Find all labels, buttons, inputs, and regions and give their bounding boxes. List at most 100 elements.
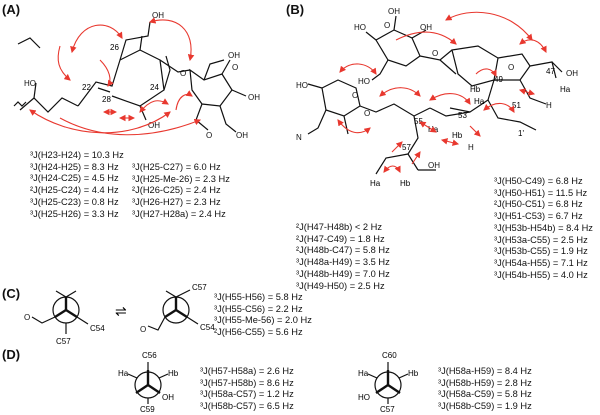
newman-d-right-hb: Hb: [408, 369, 419, 378]
coupling-entry: ³J(H58b-C57) = 6.5 Hz: [200, 401, 294, 412]
coupling-entry: ²J(H47-C49) = 1.8 Hz: [296, 233, 385, 244]
coupling-entry: ³J(H51-C53) = 6.7 Hz: [494, 211, 583, 222]
label-1prime: 1': [518, 129, 524, 138]
coupling-entry: ³J(H58b-H59) = 2.8 Hz: [438, 377, 532, 388]
newman-c-right-c57: C57: [192, 283, 207, 292]
coupling-list-b1: ²J(H47-H48b) < 2 Hz ²J(H47-C49) = 1.8 Hz…: [296, 222, 390, 292]
coupling-entry: ²J(H56-C55) = 5.6 Hz: [214, 327, 303, 338]
coupling-list-a2: ³J(H25-C27) = 6.0 Hz ³J(H25-Me-26) = 2.3…: [132, 162, 230, 221]
svg-text:O: O: [140, 325, 146, 334]
coupling-entry: ²J(H26-C25) = 2.4 Hz: [132, 185, 221, 196]
label-h-right2: Hb: [470, 85, 481, 94]
svg-text:O: O: [24, 313, 30, 322]
svg-text:HO: HO: [358, 77, 370, 86]
svg-text:HO: HO: [354, 23, 366, 32]
svg-text:HO: HO: [296, 81, 308, 90]
coupling-entry: ³J(H48b-H49) = 7.0 Hz: [296, 268, 390, 279]
svg-text:O: O: [352, 91, 358, 100]
label-ha-mid: Ha: [428, 125, 439, 134]
svg-text:O: O: [508, 63, 514, 72]
coupling-list-a1: ³J(H23-H24) = 10.3 Hz ³J(H24-H25) = 8.3 …: [30, 150, 124, 220]
svg-text:HO: HO: [24, 79, 36, 88]
coupling-entry: ³J(H49-H50) = 2.5 Hz: [296, 280, 385, 291]
coupling-entry: ³J(H53a-C55) = 2.5 Hz: [494, 234, 588, 245]
coupling-arrows-a: [29, 17, 202, 136]
svg-text:OH: OH: [248, 93, 260, 102]
coupling-entry: ³J(H58a-C57) = 1.2 Hz: [200, 389, 294, 400]
coupling-entry: ²J(H50-C51) = 6.8 Hz: [494, 199, 583, 210]
coupling-entry: ³J(H54b-H55) = 4.0 Hz: [494, 269, 588, 280]
coupling-entry: ³J(H25-C27) = 6.0 Hz: [132, 162, 221, 172]
coupling-entry: ³J(H58b-C59) = 1.9 Hz: [438, 401, 532, 412]
coupling-list-d2: ³J(H58a-H59) = 8.4 Hz ³J(H58b-H59) = 2.8…: [438, 366, 532, 413]
coupling-entry: ³J(H58a-H59) = 8.4 Hz: [438, 366, 532, 376]
coupling-entry: ²J(H47-H48b) < 2 Hz: [296, 222, 383, 232]
panel-label-c: (C): [2, 286, 21, 301]
newman-c-right-c54: C54: [200, 323, 215, 332]
coupling-entry: ³J(H23-H24) = 10.3 Hz: [30, 150, 124, 160]
coupling-entry: ³J(H58a-C59) = 5.8 Hz: [438, 389, 532, 400]
newman-d-right-top: C60: [382, 351, 397, 360]
coupling-entry: ³J(H26-H27) = 2.3 Hz: [132, 197, 221, 208]
newman-d-right: [367, 362, 409, 404]
panel-label-d: (D): [2, 347, 21, 362]
coupling-entry: ³J(H54a-H55) = 7.1 Hz: [494, 257, 588, 268]
coupling-entry: ³J(H24-H25) = 8.3 Hz: [30, 161, 119, 172]
coupling-entry: ³J(H25-C23) = 0.8 Hz: [30, 196, 119, 207]
label-c49: 49: [494, 75, 503, 84]
coupling-list-b2: ³J(H50-C49) = 6.8 Hz ³J(H50-H51) = 11.5 …: [494, 176, 593, 281]
coupling-list-d1: ³J(H57-H58a) = 2.6 Hz ³J(H57-H58b) = 8.6…: [200, 366, 294, 413]
coupling-entry: ³J(H27-H28a) = 2.4 Hz: [132, 208, 226, 219]
structure-b: [307, 15, 563, 175]
label-c51: 51: [512, 101, 521, 110]
coupling-entry: ²J(H25-C24) = 4.4 Hz: [30, 185, 119, 196]
newman-d-left-top: C56: [142, 351, 157, 360]
svg-text:OH: OH: [236, 131, 248, 140]
label-hb-mid: Hb: [452, 131, 463, 140]
label-c55: 55: [414, 117, 423, 126]
svg-text:N: N: [296, 133, 302, 142]
label-c53: 53: [458, 111, 467, 120]
label-c26: 26: [110, 43, 119, 52]
panel-label-b: (B): [286, 2, 305, 17]
coupling-entry: ³J(H25-Me-26) = 2.3 Hz: [132, 173, 230, 184]
label-c47: 47: [546, 67, 555, 76]
label-c24: 24: [150, 83, 159, 92]
newman-c-left-c57: C57: [56, 337, 71, 346]
coupling-entry: ³J(H53b-H54b) = 8.4 Hz: [494, 222, 593, 233]
label-ha-upper: Ha: [474, 97, 485, 106]
svg-text:OH: OH: [566, 69, 578, 78]
newman-d-right-bottom: C57: [380, 405, 395, 414]
newman-d-left-bottom: C59: [140, 405, 155, 414]
coupling-entry: ³J(H25-H26) = 3.3 Hz: [30, 208, 119, 219]
svg-text:OH: OH: [428, 161, 440, 170]
coupling-entry: ³J(H57-H58b) = 8.6 Hz: [200, 377, 294, 388]
newman-d-left-ha: Ha: [118, 369, 129, 378]
label-c28: 28: [102, 95, 111, 104]
newman-c-left: [31, 290, 89, 334]
svg-text:O: O: [432, 49, 438, 58]
label-c57: 57: [402, 143, 411, 152]
label-hb-lower: Hb: [400, 179, 411, 188]
newman-d-left-oh: OH: [162, 393, 174, 402]
coupling-entry: ³J(H50-C49) = 6.8 Hz: [494, 176, 583, 186]
coupling-arrows-b: [337, 11, 547, 173]
coupling-entry: ³J(H55-H56) = 5.8 Hz: [214, 292, 303, 302]
svg-text:OH: OH: [228, 51, 240, 60]
newman-d-right-ha: Ha: [358, 369, 369, 378]
newman-d-right-ho: HO: [358, 393, 370, 402]
coupling-entry: ³J(H48a-H49) = 3.5 Hz: [296, 257, 390, 268]
structure-a: [13, 21, 247, 133]
label-ha-lower: Ha: [370, 179, 381, 188]
svg-text:OH: OH: [420, 23, 432, 32]
equilibrium-icon: ⇌: [115, 303, 127, 319]
coupling-entry: ³J(H55-Me-56) = 2.0 Hz: [214, 315, 312, 326]
panel-label-a: (A): [2, 2, 21, 17]
svg-text:OH: OH: [152, 11, 164, 20]
label-c22: 22: [82, 83, 91, 92]
svg-text:H: H: [546, 101, 552, 110]
label-h-right: Ha: [560, 85, 571, 94]
newman-c-right: [147, 289, 199, 331]
svg-text:O: O: [232, 63, 238, 72]
